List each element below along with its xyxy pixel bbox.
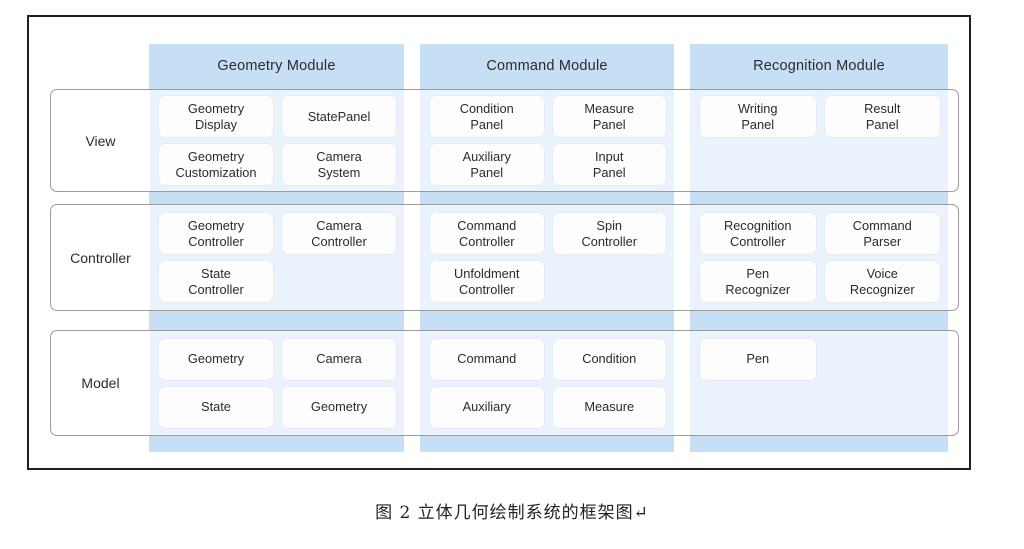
cell-line: Geometry Customization Camera System	[159, 144, 396, 185]
module-cell[interactable]: StatePanel	[282, 96, 396, 137]
cell-line: Unfoldment Controller	[430, 261, 666, 302]
module-cell-empty	[825, 387, 941, 428]
module-cell[interactable]: State Controller	[159, 261, 273, 302]
module-cell[interactable]: Geometry Customization	[159, 144, 273, 185]
layer-label-controller: Controller	[51, 205, 150, 310]
cell-line: Pen Recognizer Voice Recognizer	[700, 261, 940, 302]
module-cell[interactable]: Pen Recognizer	[700, 261, 816, 302]
module-cell-empty	[282, 261, 396, 302]
cell-line	[700, 144, 940, 185]
cell-group-model-command: Command Condition Auxiliary Measure	[421, 331, 675, 435]
module-cell[interactable]: Writing Panel	[700, 96, 816, 137]
cell-line: Condition Panel Measure Panel	[430, 96, 666, 137]
module-cell[interactable]: Measure Panel	[552, 96, 666, 137]
module-cell[interactable]: Condition	[552, 338, 666, 380]
cell-group-controller-recognition: Recognition Controller Command Parser Pe…	[691, 205, 949, 310]
layer-row-controller: Controller Geometry Controller Camera Co…	[50, 204, 959, 311]
module-cell[interactable]: Geometry Controller	[159, 213, 273, 254]
cell-line: State Geometry	[159, 386, 396, 428]
cell-line: Command Controller Spin Controller	[430, 213, 666, 254]
module-cell-empty	[700, 387, 816, 428]
module-cell[interactable]: Camera	[282, 338, 396, 380]
module-cell[interactable]: Command	[430, 338, 544, 380]
layer-row-view: View Geometry Display StatePanel Geometr…	[50, 89, 959, 192]
cell-line	[700, 387, 940, 428]
cell-line: Writing Panel Result Panel	[700, 96, 940, 137]
cell-group-model-geometry: Geometry Camera State Geometry	[150, 331, 405, 435]
module-cell[interactable]: State	[159, 386, 273, 428]
module-cell[interactable]: Condition Panel	[430, 96, 544, 137]
cell-group-view-command: Condition Panel Measure Panel Auxiliary …	[421, 90, 675, 191]
figure-frame: Geometry Module Command Module Recogniti…	[27, 15, 971, 470]
cell-line: Geometry Camera	[159, 338, 396, 380]
module-cell[interactable]: Measure	[552, 386, 666, 428]
cell-group-controller-command: Command Controller Spin Controller Unfol…	[421, 205, 675, 310]
cell-line: Auxiliary Measure	[430, 386, 666, 428]
module-cell[interactable]: Geometry	[282, 386, 396, 428]
cell-line: Recognition Controller Command Parser	[700, 213, 940, 254]
layer-label-view: View	[51, 90, 150, 191]
cell-group-controller-geometry: Geometry Controller Camera Controller St…	[150, 205, 405, 310]
module-cell-empty	[825, 339, 941, 380]
module-cell[interactable]: Camera Controller	[282, 213, 396, 254]
module-cell[interactable]: Auxiliary	[430, 386, 544, 428]
cell-line: Command Condition	[430, 338, 666, 380]
module-title-recognition: Recognition Module	[753, 58, 885, 74]
module-cell[interactable]: Command Parser	[824, 213, 940, 254]
layer-label-model: Model	[51, 331, 150, 435]
module-title-command: Command Module	[486, 58, 608, 74]
module-cell[interactable]: Pen	[700, 338, 816, 380]
cell-group-view-geometry: Geometry Display StatePanel Geometry Cus…	[150, 90, 405, 191]
cell-line: Geometry Display StatePanel	[159, 96, 396, 137]
layer-row-model: Model Geometry Camera State Geometry Com…	[50, 330, 959, 436]
module-cell[interactable]: Unfoldment Controller	[430, 261, 544, 302]
module-cell[interactable]: Geometry	[159, 338, 273, 380]
module-cell[interactable]: Spin Controller	[552, 213, 666, 254]
cell-line: Geometry Controller Camera Controller	[159, 213, 396, 254]
cell-line: Pen	[700, 338, 941, 380]
module-cell[interactable]: Voice Recognizer	[824, 261, 940, 302]
module-cell[interactable]: Recognition Controller	[700, 213, 816, 254]
cell-group-model-recognition: Pen	[691, 331, 949, 435]
module-title-geometry: Geometry Module	[217, 58, 336, 74]
module-cell[interactable]: Input Panel	[552, 144, 666, 185]
cell-line: State Controller	[159, 261, 396, 302]
module-cell[interactable]: Camera System	[282, 144, 396, 185]
module-cell-empty	[825, 144, 941, 185]
cell-line: Auxiliary Panel Input Panel	[430, 144, 666, 185]
module-cell[interactable]: Result Panel	[824, 96, 940, 137]
module-cell[interactable]: Auxiliary Panel	[430, 144, 544, 185]
module-cell[interactable]: Geometry Display	[159, 96, 273, 137]
module-cell[interactable]: Command Controller	[430, 213, 544, 254]
figure-caption: 图 2 立体几何绘制系统的框架图↵	[375, 503, 649, 523]
module-cell-empty	[553, 261, 667, 302]
module-cell-empty	[700, 144, 816, 185]
cell-group-view-recognition: Writing Panel Result Panel	[691, 90, 949, 191]
